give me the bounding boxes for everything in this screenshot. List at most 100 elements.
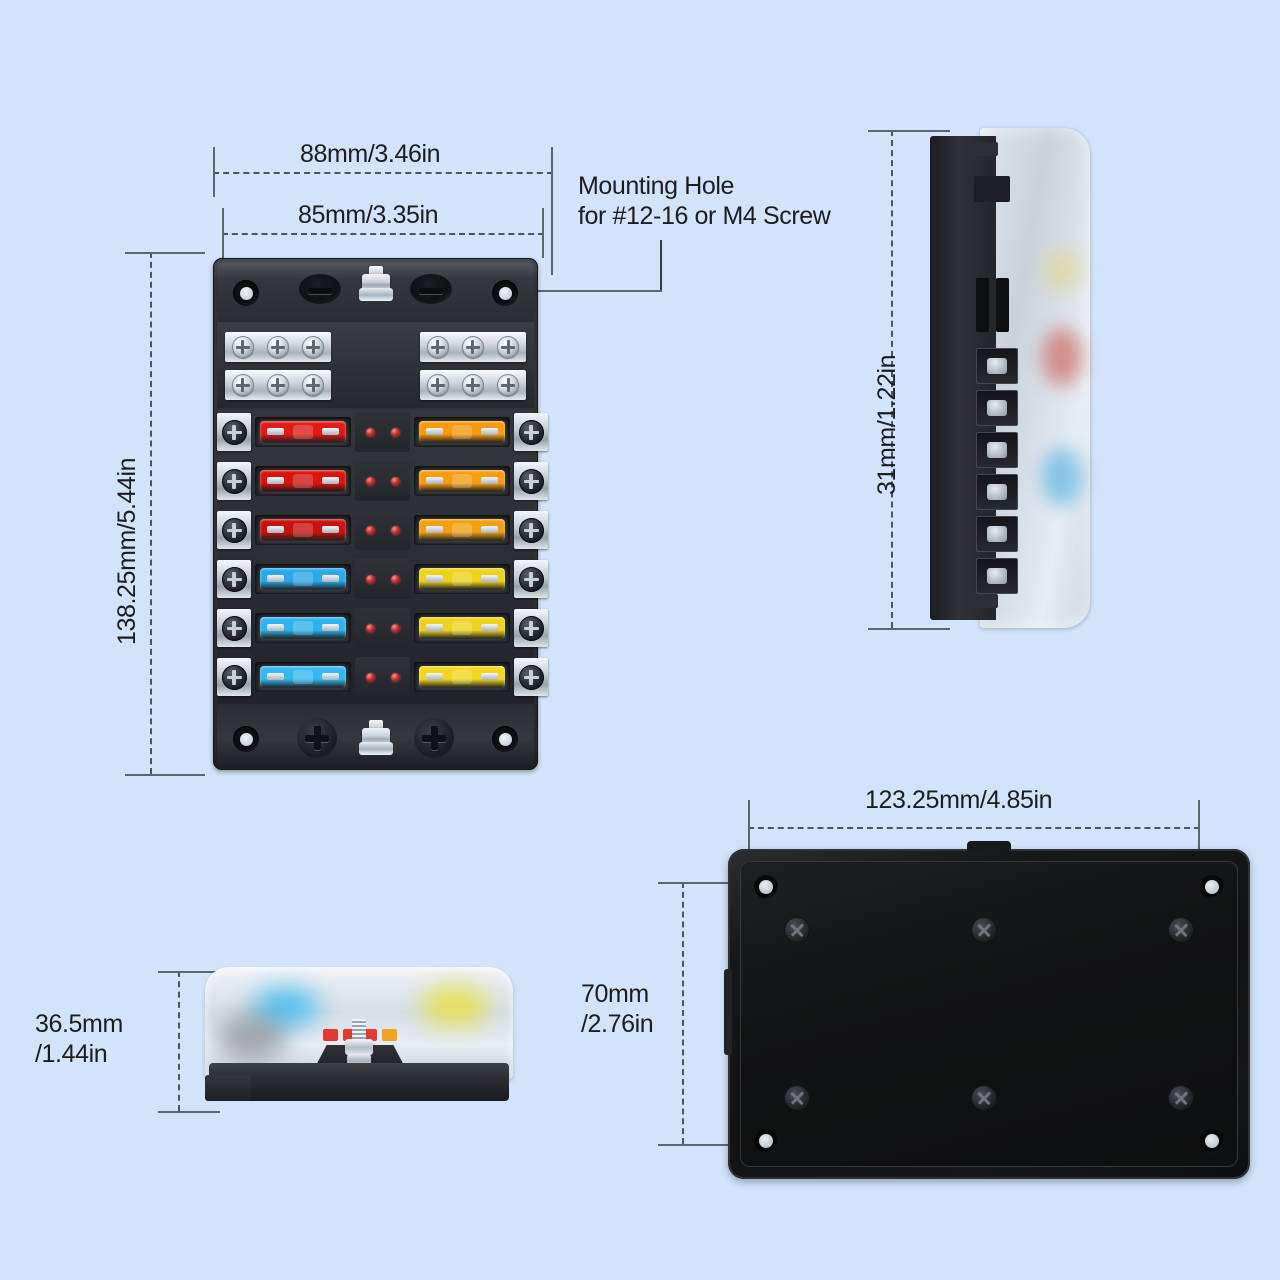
led-indicator-icon [390,574,400,584]
fuse-slot-left[interactable] [255,466,351,496]
terminal-screw-left[interactable] [217,462,251,500]
fuse-row [217,508,548,552]
fuse-slot-right[interactable] [414,417,510,447]
terminal-screw-right[interactable] [514,560,548,598]
terminal-screw-left[interactable] [217,511,251,549]
fuse-slot-right[interactable] [414,613,510,643]
phillips-screw-icon[interactable] [302,374,325,396]
led-indicator-icon [390,476,400,486]
phillips-screw-icon[interactable] [461,336,484,358]
blade-fuse-left[interactable] [260,568,346,590]
positive-stud-bottom [359,720,393,760]
phillips-screw-icon[interactable] [266,336,289,358]
phillips-screw-icon[interactable] [221,468,247,494]
plus-boss-right [414,718,454,758]
phillips-screw-icon[interactable] [231,336,254,358]
side-tab-top [972,142,998,156]
hex-nut-icon [362,728,390,746]
fuse-slot-left[interactable] [255,417,351,447]
leader-mounting-hole [660,240,662,292]
rear-top-nub [967,841,1011,853]
phillips-screw-icon[interactable] [518,517,544,543]
phillips-screw-icon[interactable] [266,374,289,396]
phillips-screw-icon[interactable] [518,419,544,445]
blade-fuse-left[interactable] [260,470,346,492]
chip-orange-1 [382,1029,397,1041]
side-blur-red [1042,328,1082,386]
rear-screw-2 [971,917,997,943]
blade-fuse-right[interactable] [419,666,505,688]
fuse-slot-right[interactable] [414,466,510,496]
phillips-screw-icon[interactable] [518,615,544,641]
dim-tick-ch-bot [158,1111,220,1113]
side-terminal-1 [976,348,1018,384]
phillips-screw-icon[interactable] [221,615,247,641]
rear-screw-5 [971,1085,997,1111]
phillips-screw-icon[interactable] [518,664,544,690]
terminal-screw-left[interactable] [217,658,251,696]
blade-fuse-right[interactable] [419,519,505,541]
dim-line-cover-height [178,971,180,1111]
phillips-screw-icon[interactable] [518,566,544,592]
blade-fuse-right[interactable] [419,470,505,492]
led-indicator-icon [365,427,375,437]
phillips-screw-icon[interactable] [461,374,484,396]
phillips-screw-icon[interactable] [231,374,254,396]
phillips-screw-icon[interactable] [426,336,449,358]
blade-fuse-right[interactable] [419,617,505,639]
terminal-screw-right[interactable] [514,658,548,696]
fuse-slot-left[interactable] [255,564,351,594]
fuse-row [217,459,548,503]
fuse-element-icon [293,670,313,684]
terminal-screw-right[interactable] [514,462,548,500]
blade-fuse-right[interactable] [419,568,505,590]
phillips-screw-icon[interactable] [518,468,544,494]
dim-label-inner-width: 85mm/3.35in [298,201,439,229]
blade-fuse-left[interactable] [260,617,346,639]
fuse-slot-left[interactable] [255,662,351,692]
product-cover-view [205,967,513,1112]
blade-fuse-right[interactable] [419,421,505,443]
washer-icon [359,288,393,301]
terminal-screw-right[interactable] [514,413,548,451]
blade-fuse-left[interactable] [260,666,346,688]
busbar-row2-right [420,370,526,400]
phillips-screw-icon[interactable] [497,336,520,358]
fuse-element-icon [293,621,313,635]
rear-screw-3 [1168,917,1194,943]
phillips-screw-icon[interactable] [221,419,247,445]
dim-line-rear-width [748,827,1200,829]
fuse-element-icon [452,474,472,488]
terminal-screw-left[interactable] [217,413,251,451]
phillips-screw-icon[interactable] [302,336,325,358]
side-blur-yellow [1042,248,1082,292]
phillips-screw-icon[interactable] [221,566,247,592]
phillips-screw-icon[interactable] [497,374,520,396]
negative-busbar-zone [217,322,534,408]
blade-fuse-left[interactable] [260,421,346,443]
cover-blob-gray [217,1015,287,1061]
fuse-slot-left[interactable] [255,515,351,545]
led-indicator-icon [390,525,400,535]
phillips-screw-icon[interactable] [221,664,247,690]
fuse-slot-left[interactable] [255,613,351,643]
fuse-element-icon [293,523,313,537]
rear-side-tab [724,969,732,1055]
fuse-row [217,410,548,454]
led-indicator-pair [355,608,410,648]
fuse-slot-right[interactable] [414,662,510,692]
dim-tick-oh-bot [125,774,205,776]
terminal-screw-left[interactable] [217,560,251,598]
dim-line-overall-width [213,172,553,174]
fuse-slot-right[interactable] [414,564,510,594]
side-terminal-4 [976,474,1018,510]
phillips-screw-icon[interactable] [221,517,247,543]
terminal-screw-right[interactable] [514,511,548,549]
blade-fuse-left[interactable] [260,519,346,541]
fuse-row [217,655,548,699]
fuse-slot-right[interactable] [414,515,510,545]
terminal-screw-right[interactable] [514,609,548,647]
terminal-screw-left[interactable] [217,609,251,647]
phillips-screw-icon[interactable] [426,374,449,396]
negative-stud-top [359,266,393,306]
